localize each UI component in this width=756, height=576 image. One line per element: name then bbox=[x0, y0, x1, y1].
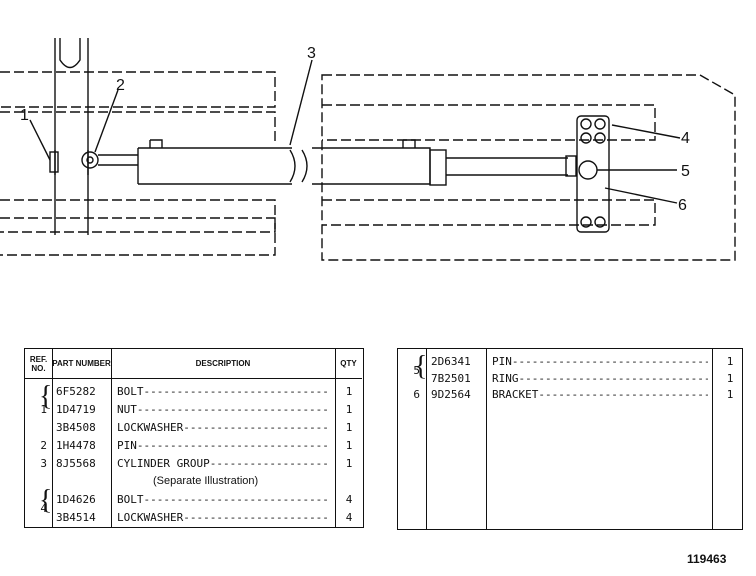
column-divider bbox=[111, 349, 112, 527]
column-divider bbox=[712, 349, 713, 529]
callout-5: 5 bbox=[681, 163, 690, 180]
ref-brace: { bbox=[39, 381, 53, 412]
table-row: 6F5282 BOLT 1 bbox=[25, 385, 362, 401]
column-divider bbox=[335, 349, 336, 527]
hydraulic-cylinder-drawing: 1 2 3 4 5 6 bbox=[0, 38, 736, 261]
callout-3: 3 bbox=[307, 45, 316, 62]
parts-table-right: { 2D6341 PIN 1 5 7B2501 RING 1 6 9D2564 … bbox=[397, 348, 743, 530]
table-row: 1 1D4719 NUT 1 bbox=[25, 403, 362, 419]
header-ref-no: REF. NO. bbox=[25, 349, 52, 379]
column-divider bbox=[486, 349, 487, 529]
table-row: 4 3B4514 LOCKWASHER 4 bbox=[25, 502, 362, 527]
figure-number: 119463 bbox=[687, 552, 727, 566]
callout-6: 6 bbox=[678, 197, 687, 214]
ref-brace: { bbox=[414, 351, 428, 382]
parts-table-left: REF. NO. PART NUMBER DESCRIPTION QTY { {… bbox=[24, 348, 364, 528]
table-row: 2D6341 PIN 1 bbox=[398, 355, 742, 371]
ref-brace: { bbox=[39, 485, 53, 516]
table-row: 5 7B2501 RING 1 bbox=[398, 364, 742, 388]
callout-1: 1 bbox=[20, 107, 29, 124]
table-row: 6 9D2564 BRACKET 1 bbox=[398, 388, 742, 404]
callout-4: 4 bbox=[681, 130, 690, 147]
column-divider bbox=[426, 349, 427, 529]
header-part-number: PART NUMBER bbox=[52, 349, 111, 379]
callout-2: 2 bbox=[116, 77, 125, 94]
table-row: 3B4508 LOCKWASHER 1 bbox=[25, 421, 362, 437]
table-row: (Separate Illustration) bbox=[153, 475, 259, 487]
header-description: DESCRIPTION bbox=[111, 349, 335, 379]
table-row: 3 8J5568 CYLINDER GROUP 1 bbox=[25, 457, 362, 473]
table-row: 2 1H4478 PIN 1 bbox=[25, 439, 362, 455]
header-qty: QTY bbox=[335, 349, 362, 379]
table-row: 1D4626 BOLT 4 bbox=[25, 493, 362, 509]
column-divider bbox=[52, 349, 53, 527]
